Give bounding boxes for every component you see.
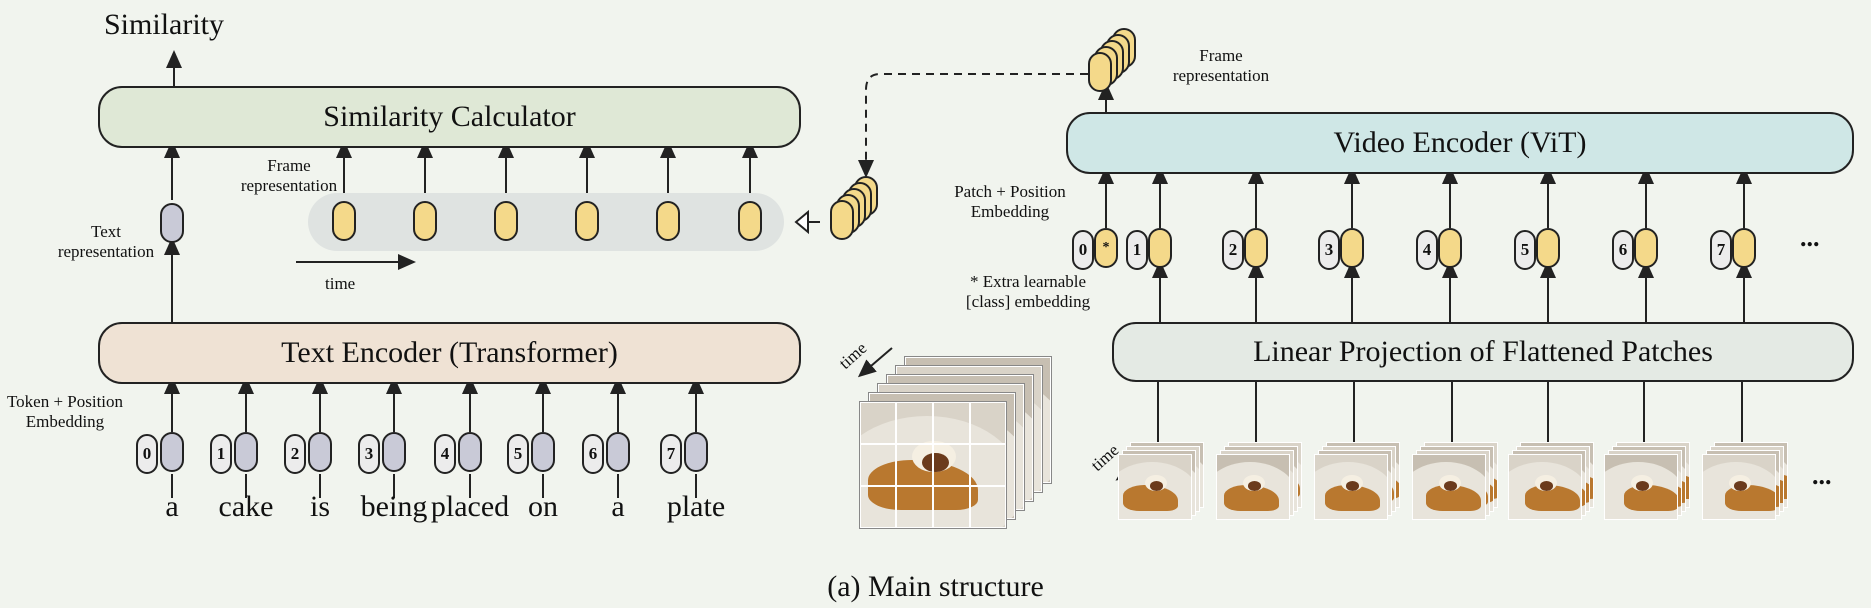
caption-word-2: is [309, 490, 331, 523]
frame-rep-token-1 [413, 201, 437, 241]
token-embedding-4 [458, 432, 482, 472]
token-embedding-2 [308, 432, 332, 472]
text-representation-token [160, 203, 184, 243]
patch-6-frame-0 [1604, 454, 1678, 520]
token-embedding-3 [382, 432, 406, 472]
caption-word-0: a [165, 490, 179, 523]
token-embedding-0 [160, 432, 184, 472]
patch-embedding-4 [1438, 228, 1462, 268]
token-embedding-5 [531, 432, 555, 472]
patch-index-0: 0 [1072, 230, 1094, 270]
frame-representation-strip [308, 193, 784, 251]
caption-word-1: cake [218, 490, 274, 523]
frame-rep-token-2 [494, 201, 518, 241]
token-index-1: 1 [210, 434, 232, 474]
patch-grid-overlay [860, 402, 1006, 528]
patch-6-frame-0-pie [1623, 484, 1677, 512]
patch-index-5: 5 [1514, 230, 1536, 270]
similarity-calculator-box: Similarity Calculator [98, 86, 801, 148]
frame-representation-label-left: Frame representation [240, 156, 338, 195]
token-index-4: 4 [434, 434, 456, 474]
token-index-0: 0 [136, 434, 158, 474]
patch-embedding-6 [1634, 228, 1658, 268]
open-arrowhead [794, 209, 809, 235]
patch-7-frame-0 [1702, 454, 1776, 520]
time-label: time [325, 274, 356, 293]
frame-rep-token-5 [738, 201, 762, 241]
token-index-7: 7 [660, 434, 682, 474]
patch-5-frame-0 [1508, 454, 1582, 520]
frame-rep-token-3 [575, 201, 599, 241]
patch-embedding-3 [1340, 228, 1364, 268]
patch-3-frame-0 [1314, 454, 1388, 520]
extra-class-embedding-note: * Extra learnable [class] embedding [965, 272, 1091, 311]
text-representation-label: Text representation [57, 222, 155, 261]
frame-rep-token-0 [332, 201, 356, 241]
time-arrow-stack [857, 347, 893, 378]
patch-index-7: 7 [1710, 230, 1732, 270]
dashed-frame-arrow [858, 73, 1088, 178]
caption-word-4: placed [430, 490, 510, 523]
token-index-3: 3 [358, 434, 380, 474]
token-index-6: 6 [582, 434, 604, 474]
patch-embedding-0: * [1094, 228, 1118, 268]
stack-frame-0-pecan [922, 453, 949, 473]
patch-5-frame-0-pecan [1540, 481, 1554, 492]
caption-word-7: plate [666, 490, 726, 523]
patches-ellipsis: ... [1812, 461, 1832, 490]
mid-stack-layer-0 [830, 200, 854, 240]
caption-word-6: a [611, 490, 625, 523]
patch-index-6: 6 [1612, 230, 1634, 270]
token-index-5: 5 [507, 434, 529, 474]
patch-2-frame-0 [1216, 454, 1290, 520]
patch-3-frame-0-pecan [1346, 481, 1360, 492]
caption-word-5: on [528, 490, 558, 523]
caption-word-3: being [360, 490, 428, 523]
token-embedding-6 [606, 432, 630, 472]
token-embedding-1 [234, 432, 258, 472]
patch-index-1: 1 [1126, 230, 1148, 270]
patch-embedding-1 [1148, 228, 1172, 268]
frame-representation-label-right: Frame representation [1172, 46, 1270, 85]
token-embedding-7 [684, 432, 708, 472]
frame-rep-token-4 [656, 201, 680, 241]
patch-1-frame-0 [1118, 454, 1192, 520]
patch-index-3: 3 [1318, 230, 1340, 270]
patch-embedding-2 [1244, 228, 1268, 268]
patch-index-4: 4 [1416, 230, 1438, 270]
patch-1-frame-0-pecan [1150, 481, 1164, 492]
token-index-2: 2 [284, 434, 306, 474]
patch-ellipsis: ... [1800, 223, 1820, 252]
patch-position-embedding-label: Patch + Position Embedding [954, 182, 1066, 221]
patch-6-frame-0-pecan [1636, 481, 1650, 492]
patch-2-frame-0-pecan [1248, 481, 1262, 492]
patch-embedding-7 [1732, 228, 1756, 268]
token-position-embedding-label: Token + Position Embedding [6, 392, 124, 431]
patch-embedding-5 [1536, 228, 1560, 268]
similarity-output-label: Similarity [104, 8, 224, 41]
linear-projection-box: Linear Projection of Flattened Patches [1112, 322, 1854, 382]
patch-4-frame-0 [1412, 454, 1486, 520]
top-stack-layer-0 [1088, 52, 1112, 92]
text-encoder-box: Text Encoder (Transformer) [98, 322, 801, 384]
figure-caption: (a) Main structure [827, 570, 1044, 603]
video-encoder-box: Video Encoder (ViT) [1066, 112, 1854, 174]
patch-7-frame-0-pecan [1734, 481, 1748, 492]
patch-index-2: 2 [1222, 230, 1244, 270]
patch-4-frame-0-pecan [1444, 481, 1458, 492]
